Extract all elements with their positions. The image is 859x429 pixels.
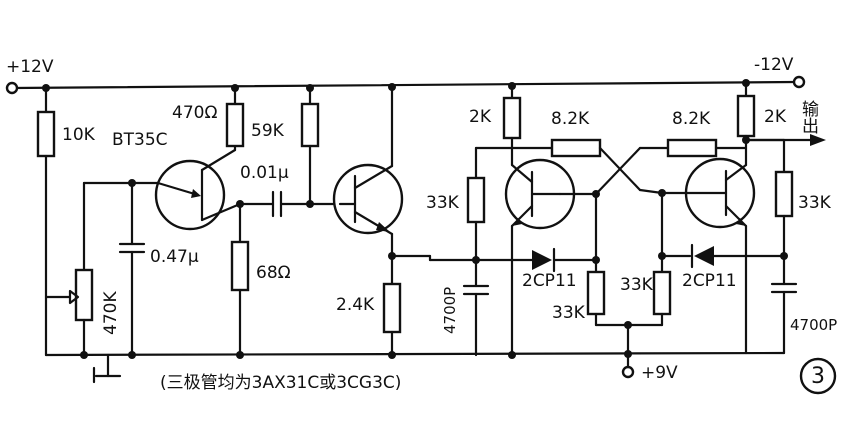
label-33k-bottom-right: 33K [620,275,654,295]
resistor-33k-bottom-left [586,270,606,316]
plus9-label: +9V [641,363,678,383]
transistor-note: (三极管均为3AX31C或3CG3C) [160,373,401,393]
flipflop-right [594,80,826,355]
label-470k: 470K [101,291,121,335]
plus12-terminal [5,81,19,95]
label-2k-right: 2K [764,107,787,127]
resistor-10k [36,110,56,158]
resistor-8-2k-right [666,138,718,158]
label-68ohm: 68Ω [256,263,291,283]
figure-number: 3 [811,364,825,389]
label-8-2k-right: 8.2K [672,109,711,129]
flipflop-left [462,86,664,357]
bottom-rail [44,323,786,379]
resistor-2k-right [736,94,756,138]
figure-number-badge: 3 [799,357,837,395]
resistor-33k-left [466,176,486,224]
resistor-2k-left [502,96,522,140]
label-59k: 59K [251,121,285,141]
resistor-470ohm [225,102,245,148]
resistor-33k-right [774,170,794,218]
minus12-terminal [792,75,806,89]
diode-2cp11-right [694,246,714,266]
label-4700p-left: 4700P [441,287,459,334]
q1-section [300,86,477,357]
label-0-01u: 0.01μ [240,163,289,183]
junction-dots [42,79,788,359]
label-0-47u: 0.47μ [150,247,199,267]
resistor-68ohm [230,240,250,292]
ujt-bt35c [154,159,226,231]
diode-2cp11-left [532,250,552,270]
label-2k-left: 2K [469,107,492,127]
label-10k: 10K [62,125,96,145]
label-8-2k-left: 8.2K [551,109,590,129]
label-33k-right: 33K [798,193,832,213]
resistor-59k [300,102,320,148]
label-33k-bottom-left: 33K [552,303,586,323]
label-2-4k: 2.4K [336,295,375,315]
label-4700p-right: 4700P [790,316,837,334]
resistor-2-4k [382,282,402,334]
output-label: 输出 [798,100,819,134]
label-33k-left: 33K [426,193,460,213]
transistor-q1 [332,163,404,235]
label-bt35c: BT35C [112,130,168,150]
label-2cp11-left: 2CP11 [522,271,577,291]
minus12-label: -12V [754,55,794,75]
plus9-terminal [621,365,635,379]
top-rail [5,75,806,95]
label-2cp11-right: 2CP11 [682,271,737,291]
resistor-8-2k-left [550,138,602,158]
plus12-label: +12V [6,57,54,77]
resistor-33k-bottom-right [652,270,672,316]
pot-470k [74,268,94,322]
label-470ohm: 470Ω [172,103,217,123]
